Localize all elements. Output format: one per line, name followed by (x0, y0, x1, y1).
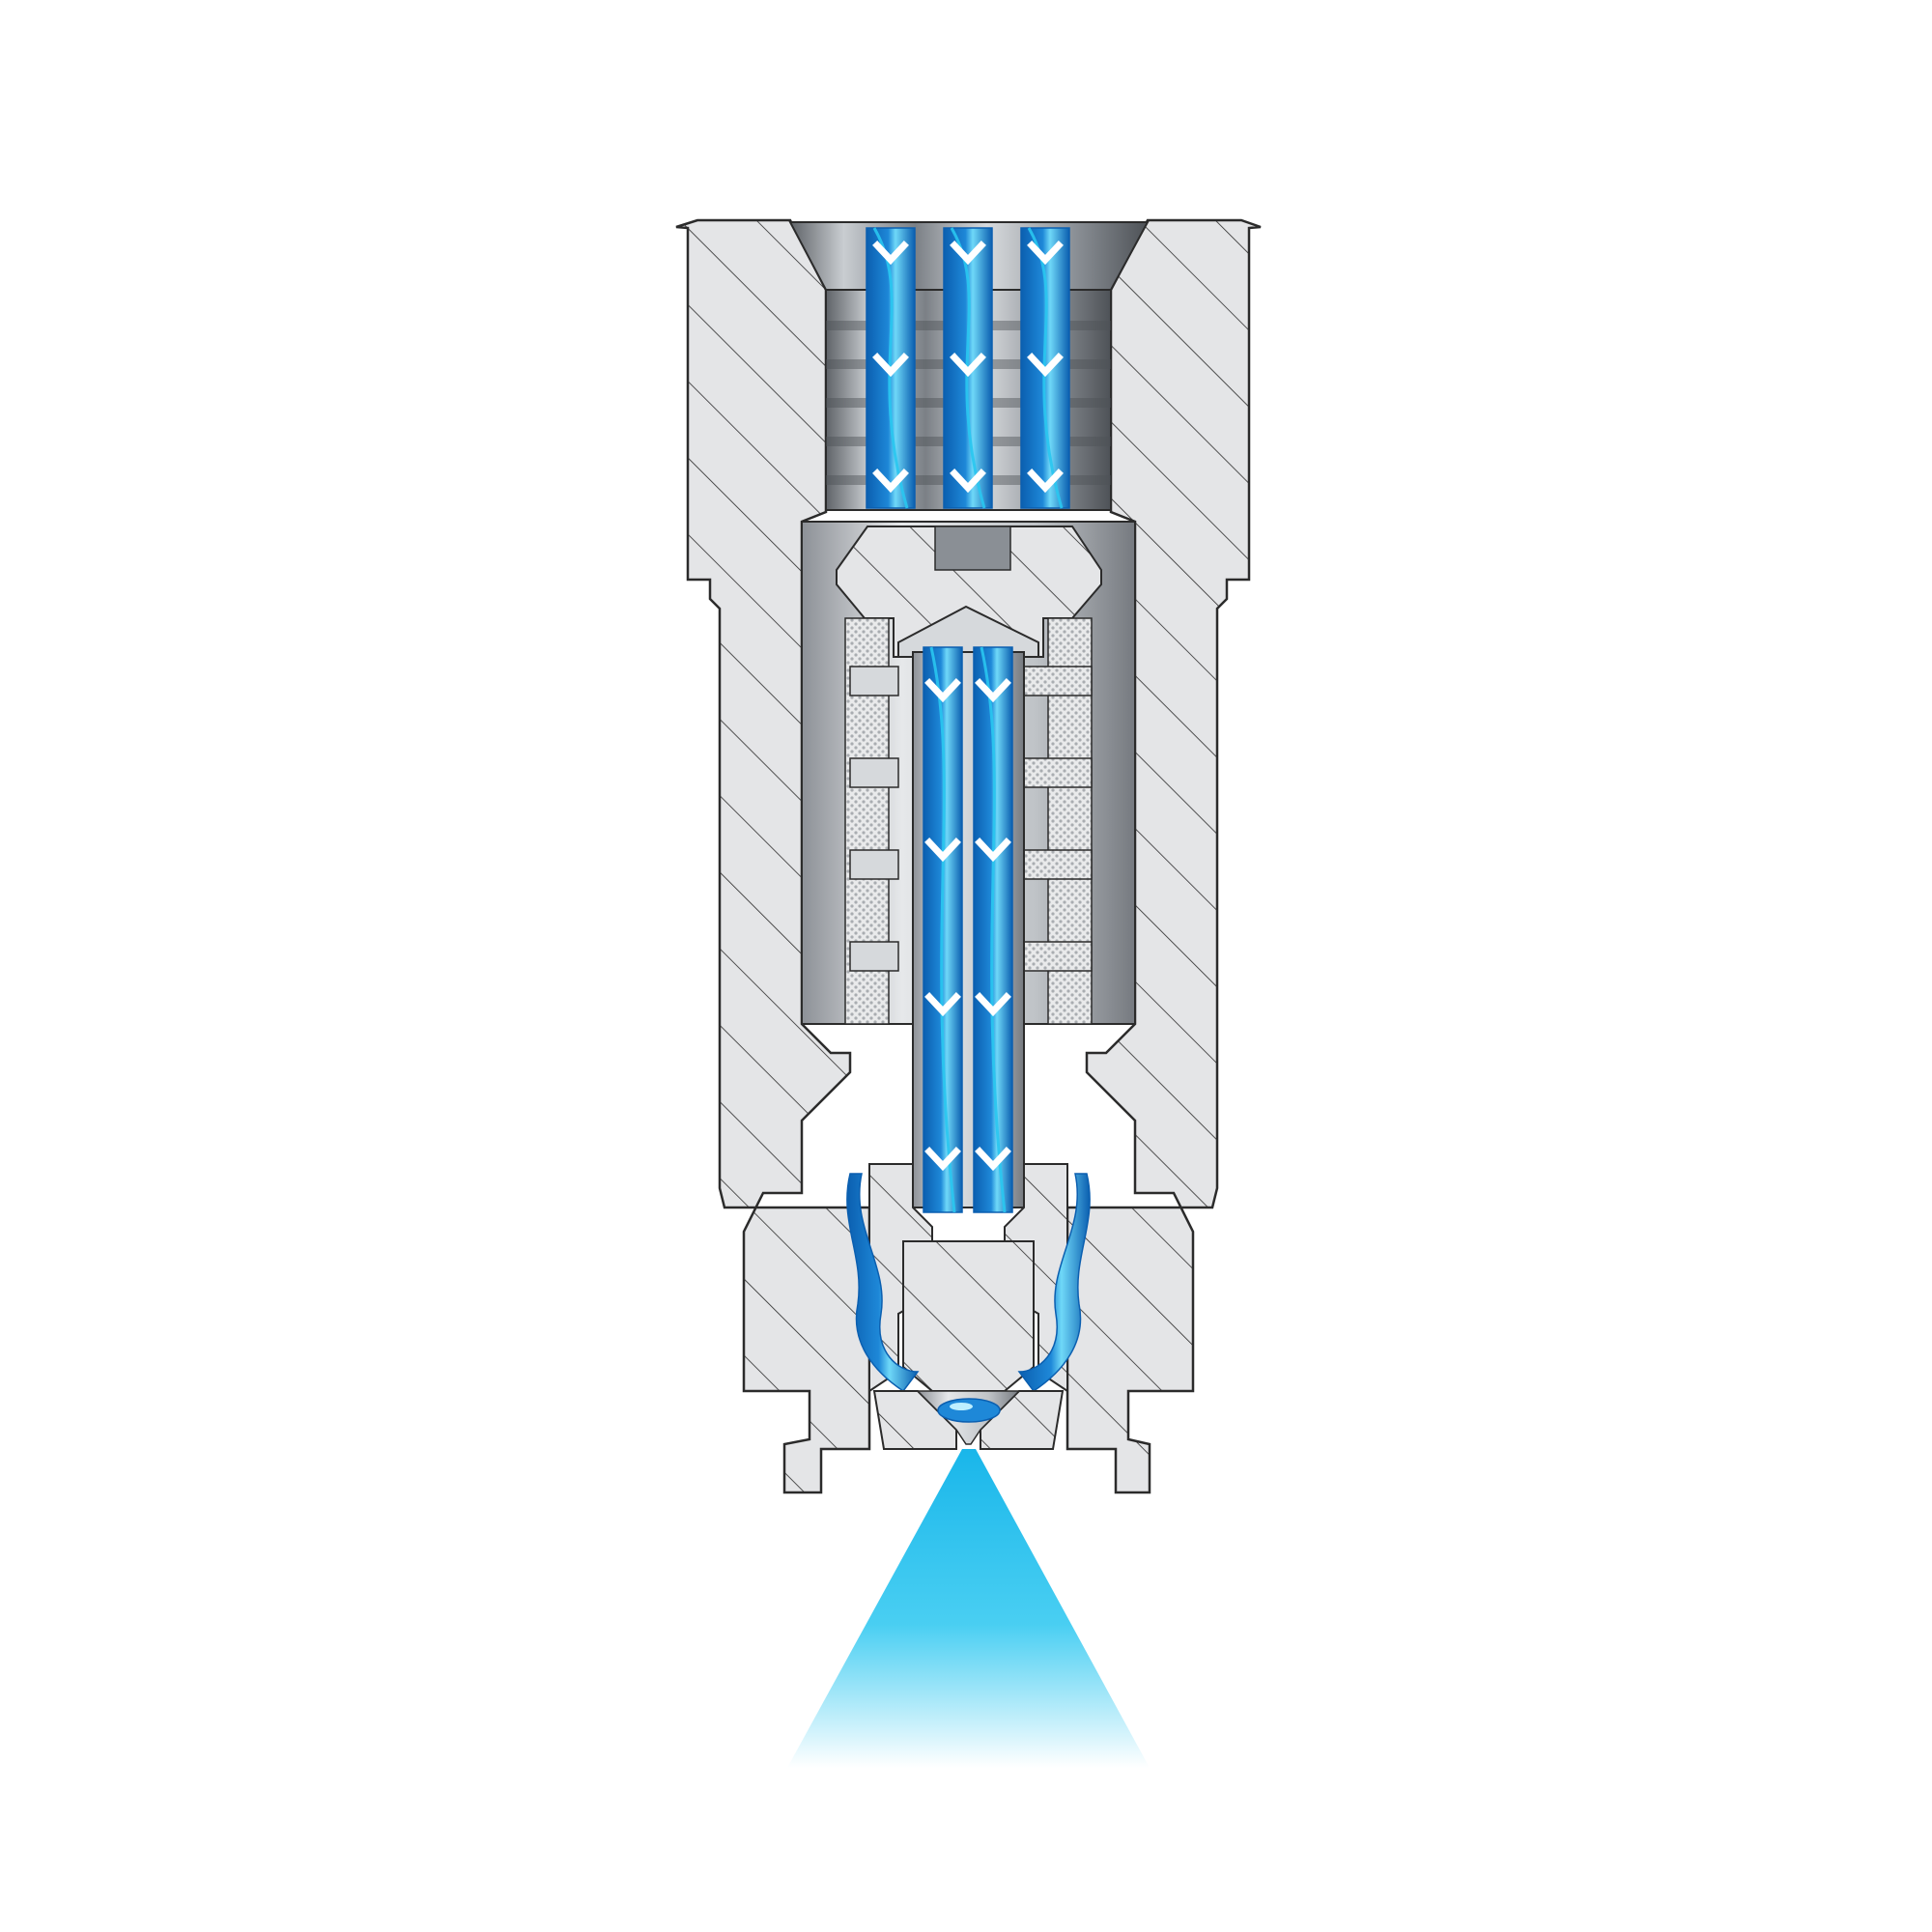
filter-ring-left-2 (849, 757, 899, 788)
inlet-channel-3 (1020, 227, 1070, 509)
flow-arrow-icon (924, 992, 961, 1017)
flow-arrow-icon (872, 469, 909, 494)
cap-slot (934, 526, 1011, 571)
flow-arrow-icon (975, 1147, 1011, 1172)
flow-arrow-icon (872, 353, 909, 378)
filter-cap (836, 526, 1102, 658)
spray-cone (787, 1449, 1150, 1768)
orifice-droplet (937, 1398, 1001, 1423)
cone-tip (897, 605, 1039, 658)
inner-channel-2 (973, 646, 1013, 1213)
flow-arrow-icon (1027, 241, 1064, 266)
filter-ring-left-1 (849, 666, 899, 696)
flow-arrow-icon (975, 992, 1011, 1017)
flow-arrow-icon (950, 353, 986, 378)
flow-arrow-icon (975, 678, 1011, 703)
inlet-channel-2 (943, 227, 993, 509)
inner-channel-1-swirl-line (929, 646, 956, 1213)
inlet-channel-1 (866, 227, 916, 509)
flow-arrow-icon (924, 678, 961, 703)
flow-arrow-icon (1027, 353, 1064, 378)
flow-arrow-icon (1027, 469, 1064, 494)
filter-ring-left-3 (849, 849, 899, 880)
spray-plume (787, 1449, 1150, 1768)
swirl-section (846, 1163, 1091, 1393)
flow-arrow-icon (950, 469, 986, 494)
orifice-body-right (980, 1390, 1065, 1450)
flow-arrow-icon (950, 241, 986, 266)
swirl-core (902, 1240, 1035, 1392)
orifice-body-left (872, 1390, 957, 1450)
flow-arrow-icon (975, 838, 1011, 863)
inner-channel-1 (923, 646, 963, 1213)
inlet-fluid-channels (866, 227, 1070, 509)
filter-ring-left-4 (849, 941, 899, 972)
inner-channel-2-swirl-line (980, 646, 1007, 1213)
inner-fluid-channels (923, 646, 1013, 1213)
flow-arrow-icon (924, 1147, 961, 1172)
orifice-insert (872, 1390, 1065, 1450)
flow-arrow-icon (872, 241, 909, 266)
flow-arrow-icon (924, 838, 961, 863)
